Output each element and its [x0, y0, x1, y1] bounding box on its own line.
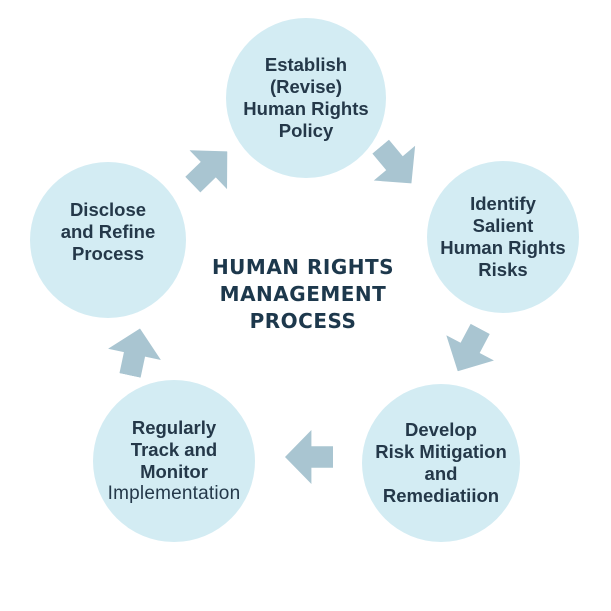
node-line: Identify [470, 193, 536, 214]
node-label: Regularly Track and Monitor Implementati… [108, 417, 241, 505]
arrow-track-to-disclose-icon [104, 323, 167, 381]
node-line: Disclose [69, 199, 147, 220]
node-label: Identify Salient Human Rights Risks [440, 193, 565, 281]
node-establish-revise-policy: Establish (Revise) Human Rights Policy [226, 18, 386, 178]
arrow-develop-to-track-icon [285, 430, 333, 484]
node-line: (Revise) [270, 76, 342, 97]
node-line: and [424, 463, 458, 484]
node-line: Human Rights [243, 98, 369, 119]
node-develop-risk-mitigation: Develop Risk Mitigation and Remediatiion [362, 384, 520, 542]
node-line: and Refine [60, 221, 156, 242]
title-line: HUMAN RIGHTS [211, 255, 395, 279]
node-line: Establish [264, 54, 348, 75]
node-line: Salient [472, 215, 534, 236]
title-line: MANAGEMENT [219, 282, 387, 306]
node-line: Human Rights [440, 237, 566, 258]
node-label: Disclose and Refine Process [61, 199, 156, 265]
node-track-monitor-implementation: Regularly Track and Monitor Implementati… [93, 380, 255, 542]
node-line: Process [71, 243, 144, 264]
arrow-disclose-to-establish-icon [174, 132, 246, 204]
node-line: Track and [130, 439, 218, 460]
node-line: Regularly [131, 417, 217, 438]
diagram-title: HUMAN RIGHTS MANAGEMENT PROCESS [212, 254, 394, 335]
node-label: Establish (Revise) Human Rights Policy [243, 54, 368, 142]
node-line: Develop [405, 419, 477, 440]
node-line: Monitor [140, 461, 208, 482]
node-line: Implementation [107, 483, 241, 504]
node-label: Develop Risk Mitigation and Remediatiion [375, 419, 507, 507]
node-identify-salient-risks: Identify Salient Human Rights Risks [427, 161, 579, 313]
arrow-identify-to-develop-icon [434, 316, 504, 384]
node-line: Risk Mitigation [375, 441, 507, 462]
node-line: Policy [278, 120, 334, 141]
title-line: PROCESS [249, 309, 357, 333]
node-disclose-refine-process: Disclose and Refine Process [30, 162, 186, 318]
node-line: Remediatiion [382, 485, 500, 506]
node-line: Risks [478, 259, 528, 280]
